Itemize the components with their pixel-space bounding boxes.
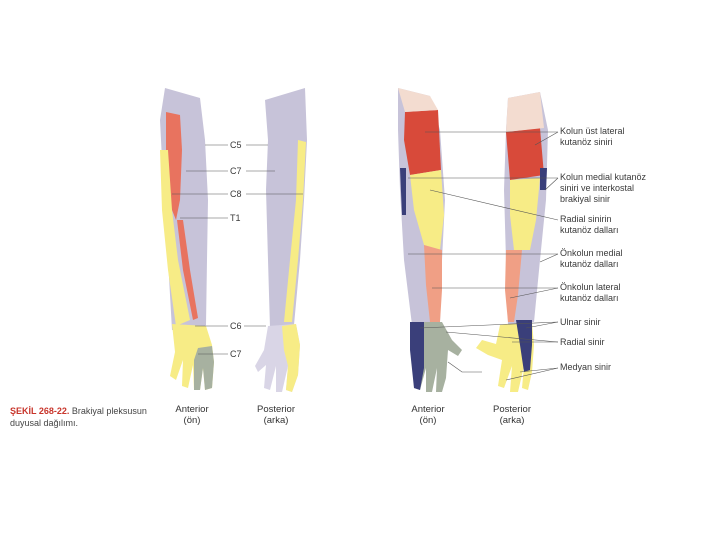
right-anterior-hand bbox=[412, 322, 462, 392]
nerve-label-medial-forearm: Önkolun medial kutanöz dalları bbox=[560, 248, 623, 270]
nerve-label-line: kutanöz dalları bbox=[560, 259, 619, 269]
segment-label-c7-hand: C7 bbox=[230, 349, 242, 359]
right-anterior-salmon-forearm bbox=[424, 245, 442, 322]
nerve-label-line: Önkolun medial bbox=[560, 248, 623, 258]
nerve-label-upper-lateral-cutaneous: Kolun üst lateral kutanöz siniri bbox=[560, 126, 625, 148]
nerve-label-line: Önkolun lateral bbox=[560, 282, 621, 292]
left-view-posterior-sub: (arka) bbox=[263, 415, 289, 426]
leader-radial bbox=[445, 331, 559, 343]
nerve-label-line: kutanöz siniri bbox=[560, 137, 613, 147]
left-anterior-yellow-strip bbox=[160, 150, 190, 326]
nerve-leader-lines bbox=[408, 131, 559, 381]
nerve-label-line: kutanöz dalları bbox=[560, 293, 619, 303]
caption-text-2: duyusal dağılımı. bbox=[10, 418, 79, 428]
right-posterior-navy-strip bbox=[540, 168, 547, 190]
nerve-label-line: brakiyal sinir bbox=[560, 194, 611, 204]
segment-label-c7: C7 bbox=[230, 166, 242, 176]
nerve-label-line: siniri ve interkostal bbox=[560, 183, 635, 193]
left-anterior-arm bbox=[160, 88, 214, 390]
right-view-anterior-sub: (ön) bbox=[419, 415, 437, 426]
left-posterior-yellow-strip bbox=[284, 140, 306, 322]
right-posterior-salmon bbox=[505, 250, 522, 322]
figure-caption: ŞEKİL 268-22. Brakiyal pleksusun duyusal… bbox=[10, 405, 147, 429]
leader-median-post2 bbox=[519, 367, 559, 373]
right-anterior-skin-top bbox=[398, 88, 438, 112]
right-posterior-hand-ulnar bbox=[516, 320, 532, 372]
nerve-label-line: Kolun medial kutanöz bbox=[560, 172, 647, 182]
dermatome-leader-lines bbox=[172, 144, 303, 355]
nerve-label-line: kutanöz dalları bbox=[560, 225, 619, 235]
right-anterior-upper-lateral bbox=[404, 110, 441, 175]
nerve-label-lateral-forearm: Önkolun lateral kutanöz dalları bbox=[560, 282, 621, 304]
leader-upper-lateral-post bbox=[534, 131, 559, 146]
nerve-label-radial-cutaneous: Radial sinirin kutanöz dalları bbox=[560, 214, 619, 236]
caption-line-1: ŞEKİL 268-22. Brakiyal pleksusun bbox=[10, 405, 147, 417]
right-view-posterior-name: Posterior bbox=[492, 404, 531, 415]
caption-figure-number: ŞEKİL 268-22. bbox=[10, 406, 70, 416]
right-posterior-yellow bbox=[510, 178, 540, 250]
left-posterior-hand-yellow bbox=[282, 324, 300, 392]
right-anterior-hand-ulnar bbox=[410, 322, 424, 390]
leader-ulnar-post bbox=[525, 321, 559, 329]
segment-label-c5: C5 bbox=[230, 140, 242, 150]
right-anterior-yellow-medial bbox=[410, 170, 444, 250]
leader-ulnar bbox=[419, 321, 559, 329]
right-view-anterior-name: Anterior bbox=[411, 404, 445, 415]
left-view-anterior: Anterior (ön) bbox=[152, 404, 232, 426]
left-anterior-red-forearm bbox=[177, 220, 198, 320]
nerve-label-line: Radial sinirin bbox=[560, 214, 612, 224]
right-view-anterior: Anterior (ön) bbox=[388, 404, 468, 426]
caption-text-1: Brakiyal pleksusun bbox=[71, 406, 147, 416]
segment-label-c8: C8 bbox=[230, 189, 242, 199]
nerve-label-median: Medyan sinir bbox=[560, 362, 612, 372]
right-anterior-arm bbox=[398, 88, 462, 392]
right-view-posterior-sub: (arka) bbox=[499, 415, 525, 426]
left-view-posterior: Posterior (arka) bbox=[236, 404, 316, 426]
left-anterior-hand-ulnar bbox=[194, 346, 214, 390]
left-view-posterior-name: Posterior bbox=[256, 404, 295, 415]
leader-medial-forearm-post bbox=[539, 253, 559, 263]
nerve-label-radial: Radial sinir bbox=[560, 337, 605, 347]
leader-lateral-forearm-post bbox=[509, 287, 559, 299]
nerve-label-ulnar: Ulnar sinir bbox=[560, 317, 601, 327]
right-anterior-navy-strip bbox=[400, 168, 406, 215]
nerve-label-line: Kolun üst lateral bbox=[560, 126, 625, 136]
left-view-anterior-sub: (ön) bbox=[183, 415, 201, 426]
right-posterior-upper-lateral bbox=[506, 128, 544, 180]
left-view-anterior-name: Anterior bbox=[175, 404, 209, 415]
leader-median bbox=[447, 361, 482, 373]
nerve-label-medial-cutaneous-arm: Kolun medial kutanöz siniri ve interkost… bbox=[560, 172, 646, 205]
segment-label-t1: T1 bbox=[230, 213, 241, 223]
leader-medial-arm-post bbox=[544, 177, 559, 191]
leader-radial-cutaneous bbox=[429, 189, 559, 221]
left-posterior-arm bbox=[255, 88, 307, 392]
segment-label-c6: C6 bbox=[230, 321, 242, 331]
right-posterior-arm bbox=[476, 92, 548, 392]
leader-median-post bbox=[505, 367, 559, 381]
right-posterior-skin-top bbox=[506, 92, 544, 132]
left-anterior-hand bbox=[170, 324, 214, 390]
right-view-posterior: Posterior (arka) bbox=[472, 404, 552, 426]
